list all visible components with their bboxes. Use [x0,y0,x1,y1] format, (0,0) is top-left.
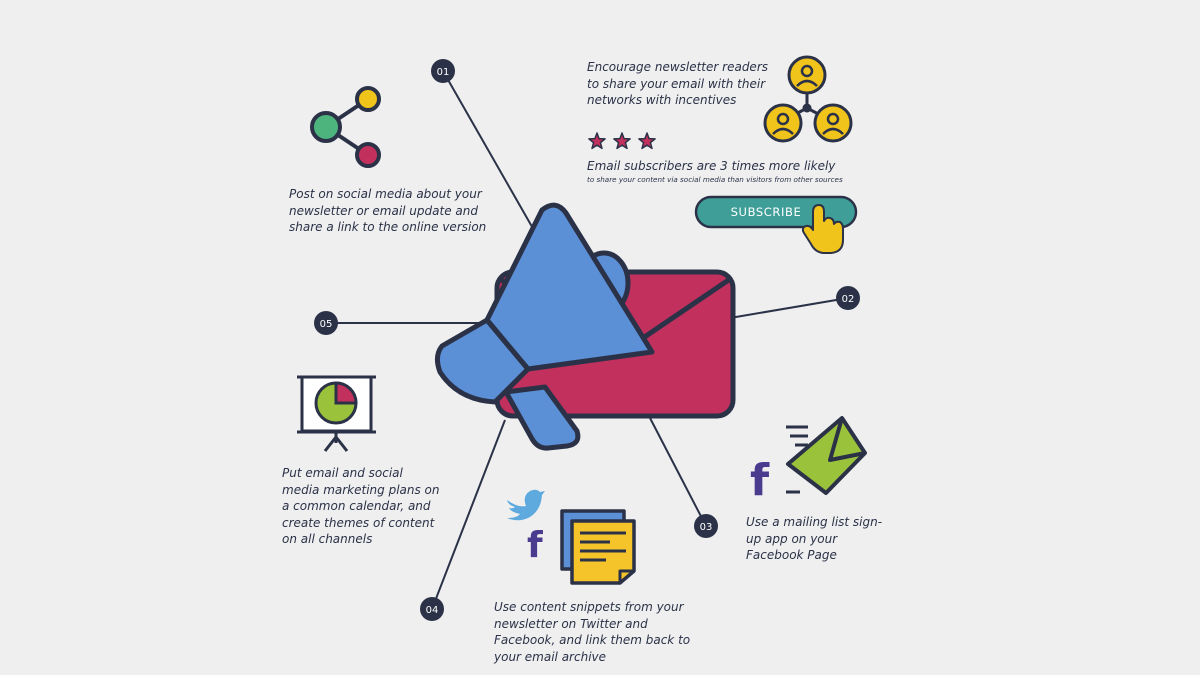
subscribe-button-label: SUBSCRIBE [731,205,802,219]
step-number-01: 01 [437,67,450,78]
connector-03 [649,417,707,527]
referral-network-icon [763,55,853,143]
step-badges: 01 02 03 04 05 [314,59,860,621]
step-number-03: 03 [700,522,713,533]
step-number-02: 02 [842,294,855,305]
presentation-chart-icon [297,375,376,452]
connector-04 [431,419,506,610]
share-icon [310,86,381,168]
pointing-hand-icon [801,204,844,254]
star-icon [588,132,606,150]
step-badge-03: 03 [694,514,718,538]
step-03-caption: Use a mailing list sign-up app on your F… [746,515,883,562]
step-number-04: 04 [426,605,439,616]
stat-detail: to share your content via social media t… [587,175,843,184]
connector-lines [326,70,849,610]
speed-lines [786,425,808,494]
step-badge-02: 02 [836,286,860,310]
megaphone-icon [434,202,655,451]
star-icon [638,132,656,150]
star-icon [613,132,631,150]
step-01-caption: Post on social media about your newslett… [289,187,487,234]
step-02-caption: Encourage newsletter readers to share yo… [587,60,769,107]
rating-stars [588,132,656,150]
step-badge-05: 05 [314,311,338,335]
step-04-caption: Use content snippets from your newslette… [494,600,691,664]
connector-02 [729,297,849,319]
step-badge-04: 04 [420,597,444,621]
step-05-caption: Put email and social media marketing pla… [282,466,440,546]
content-snippets-icon: f [507,489,636,585]
connector-01 [442,70,536,233]
twitter-icon [507,489,545,521]
mail-envelope-icon [786,416,867,495]
facebook-icon: f [750,455,770,506]
step-badge-01: 01 [431,59,455,83]
sticky-notes-icon [560,509,636,585]
stat-headline: Email subscribers are 3 times more likel… [587,159,836,173]
facebook-mail-icon: f [750,416,867,506]
facebook-icon: f [527,525,543,566]
step-number-05: 05 [320,319,333,330]
